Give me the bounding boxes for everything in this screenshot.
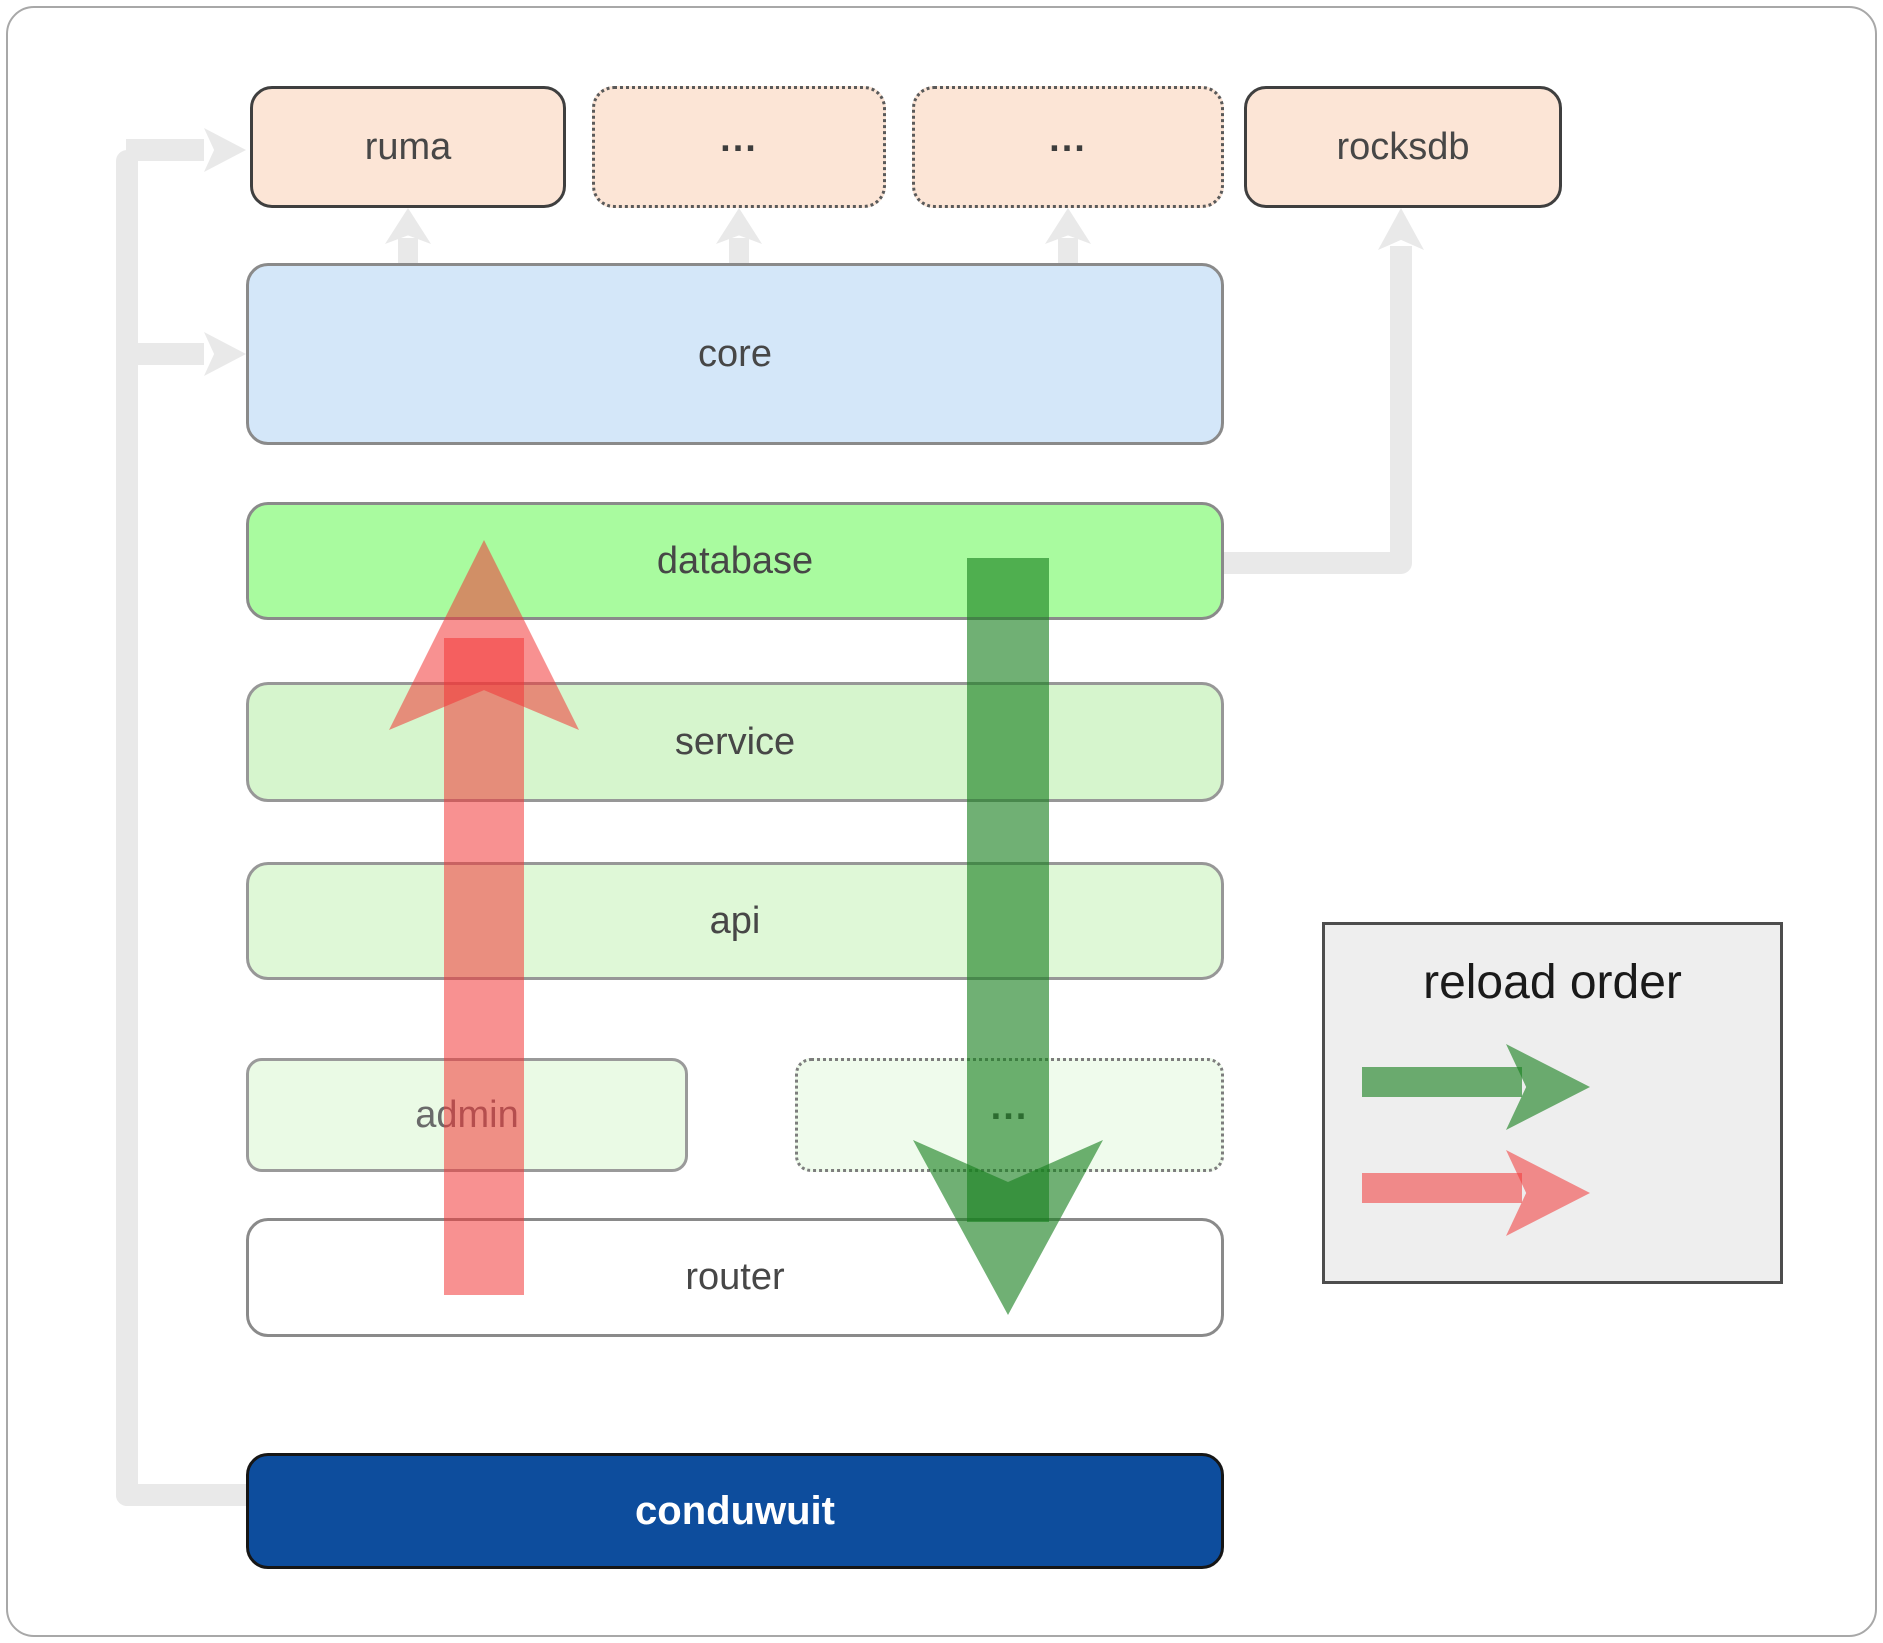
node-conduwuit: conduwuit — [246, 1453, 1224, 1569]
node-api: api — [246, 862, 1224, 980]
database-to-rocksdb-vline — [1390, 246, 1412, 563]
node-rocksdb-label: rocksdb — [1336, 125, 1470, 168]
node-ruma: ruma — [250, 86, 566, 208]
core-to-dots1-stub — [729, 238, 749, 264]
node-core: core — [246, 263, 1224, 445]
node-dots-top-1-label: ... — [720, 117, 758, 160]
conduwuit-branch-line — [116, 1484, 246, 1506]
node-database: database — [246, 502, 1224, 620]
outer-frame — [6, 6, 1877, 1637]
legend-unload-arrow-shaft — [1362, 1173, 1522, 1203]
node-rocksdb: rocksdb — [1244, 86, 1562, 208]
legend-title: reload order — [1423, 956, 1682, 1009]
node-database-label: database — [656, 539, 814, 582]
conduwuit-trunk-line — [116, 150, 138, 1506]
core-to-dots2-stub — [1058, 238, 1078, 264]
database-to-rocksdb-hline — [1224, 552, 1412, 574]
node-api-label: api — [709, 899, 761, 942]
node-dots-top-2-label: ... — [1049, 117, 1087, 160]
conduwuit-to-core-line — [126, 343, 204, 365]
node-dots-top-1: ... — [592, 86, 886, 208]
load-arrow-shaft — [967, 558, 1049, 1222]
legend-load-arrow-shaft — [1362, 1067, 1522, 1097]
node-router-label: router — [685, 1256, 785, 1298]
conduwuit-to-ruma-line — [126, 139, 204, 161]
node-ruma-label: ruma — [364, 125, 452, 168]
node-conduwuit-label: conduwuit — [635, 1488, 835, 1533]
node-dots-top-2: ... — [912, 86, 1224, 208]
core-to-ruma-stub — [398, 238, 418, 264]
node-core-label: core — [698, 332, 772, 375]
node-router: router — [246, 1218, 1224, 1337]
unload-arrow-shaft — [444, 638, 524, 1295]
node-service-label: service — [674, 720, 796, 763]
node-service: service — [246, 682, 1224, 802]
